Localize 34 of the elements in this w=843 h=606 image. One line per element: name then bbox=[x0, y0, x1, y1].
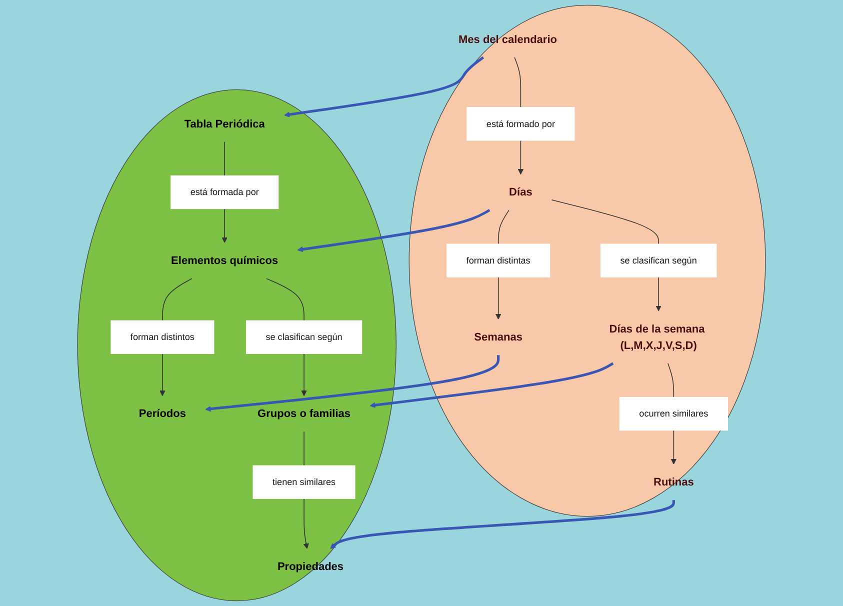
arrow bbox=[303, 498, 309, 549]
node-text: Semanas bbox=[474, 330, 523, 344]
connector bbox=[551, 200, 659, 244]
node-text: Días bbox=[509, 186, 532, 198]
node-text: Mes del calendario bbox=[458, 33, 558, 46]
arrow bbox=[160, 353, 166, 396]
connector bbox=[514, 56, 522, 108]
node-text: Días de la semana (L,M,X,J,V,S,D) bbox=[609, 322, 705, 352]
connector bbox=[498, 210, 510, 244]
arrow bbox=[370, 362, 614, 408]
arrow bbox=[297, 208, 490, 252]
arrow bbox=[284, 56, 484, 118]
arrow bbox=[301, 353, 307, 396]
arrow bbox=[670, 430, 677, 464]
node-text: Grupos o familias bbox=[258, 407, 351, 420]
connector bbox=[668, 363, 674, 398]
node-text: Elementos químicos bbox=[171, 254, 278, 267]
node-text: Tabla Periódica bbox=[184, 118, 265, 130]
node-box bbox=[600, 244, 717, 278]
node-box bbox=[246, 320, 362, 354]
connector bbox=[162, 278, 192, 322]
node-box bbox=[446, 244, 550, 278]
connector bbox=[266, 278, 304, 322]
arrow bbox=[222, 208, 228, 243]
node-box bbox=[619, 396, 728, 431]
arrow bbox=[656, 276, 662, 312]
node-text: Períodos bbox=[138, 407, 186, 420]
node-box bbox=[170, 175, 279, 210]
node-box bbox=[252, 465, 356, 499]
connector bbox=[224, 141, 225, 176]
arrow bbox=[518, 140, 524, 174]
arrow bbox=[496, 276, 502, 320]
node-box bbox=[110, 320, 214, 354]
node-box bbox=[466, 107, 575, 141]
